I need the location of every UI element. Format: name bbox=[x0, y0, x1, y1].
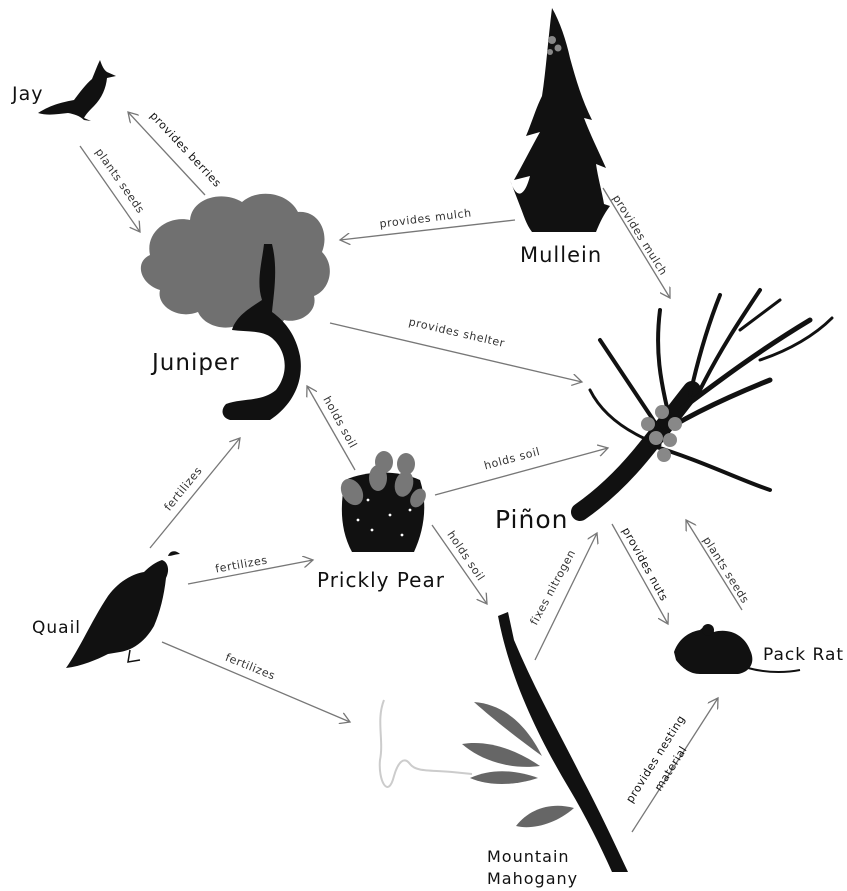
edge-label-provides-nuts: provides nuts bbox=[619, 525, 670, 603]
edge-label-fertilizes-mahogany: fertilizes bbox=[223, 651, 277, 683]
node-label-mountain-mahogany-line1: Mountain bbox=[487, 847, 570, 866]
edge-label-fertilizes-pricklypear: fertilizes bbox=[214, 554, 268, 576]
juniper-illustration bbox=[141, 194, 330, 420]
edge-packrat-pinon bbox=[686, 520, 742, 610]
node-label-pack-rat: Pack Rat bbox=[763, 645, 844, 665]
edge-label-plants-seeds-jay: plants seeds bbox=[93, 146, 148, 216]
node-label-juniper: Juniper bbox=[150, 350, 240, 376]
edge-label-holds-soil-juniper: holds soil bbox=[320, 394, 359, 451]
pinon-illustration bbox=[580, 290, 832, 512]
edge-label-provides-berries: provides berries bbox=[147, 109, 224, 190]
edge-quail-juniper bbox=[150, 438, 240, 548]
node-label-pinon: Piñon bbox=[495, 505, 568, 534]
edge-label-holds-soil-mahogany: holds soil bbox=[444, 529, 487, 584]
quail-illustration bbox=[66, 551, 180, 668]
mullein-illustration bbox=[510, 8, 610, 232]
prickly-pear-illustration bbox=[336, 451, 429, 552]
edge-pinon-packrat bbox=[612, 524, 668, 624]
node-label-prickly-pear: Prickly Pear bbox=[317, 568, 445, 592]
edge-mullein-pinon bbox=[603, 188, 670, 298]
node-label-mountain-mahogany-line2: Mahogany bbox=[487, 869, 578, 888]
node-label-quail: Quail bbox=[32, 618, 81, 638]
edge-label-plants-seeds-packrat: plants seeds bbox=[700, 534, 752, 606]
node-label-jay: Jay bbox=[11, 83, 44, 105]
mountain-mahogany-illustration bbox=[380, 612, 628, 872]
edge-label-provides-mulch-pinon: provides mulch bbox=[610, 192, 670, 278]
edge-quail-mahogany bbox=[162, 642, 350, 722]
node-label-mullein: Mullein bbox=[520, 243, 602, 267]
jay-illustration bbox=[38, 60, 116, 121]
